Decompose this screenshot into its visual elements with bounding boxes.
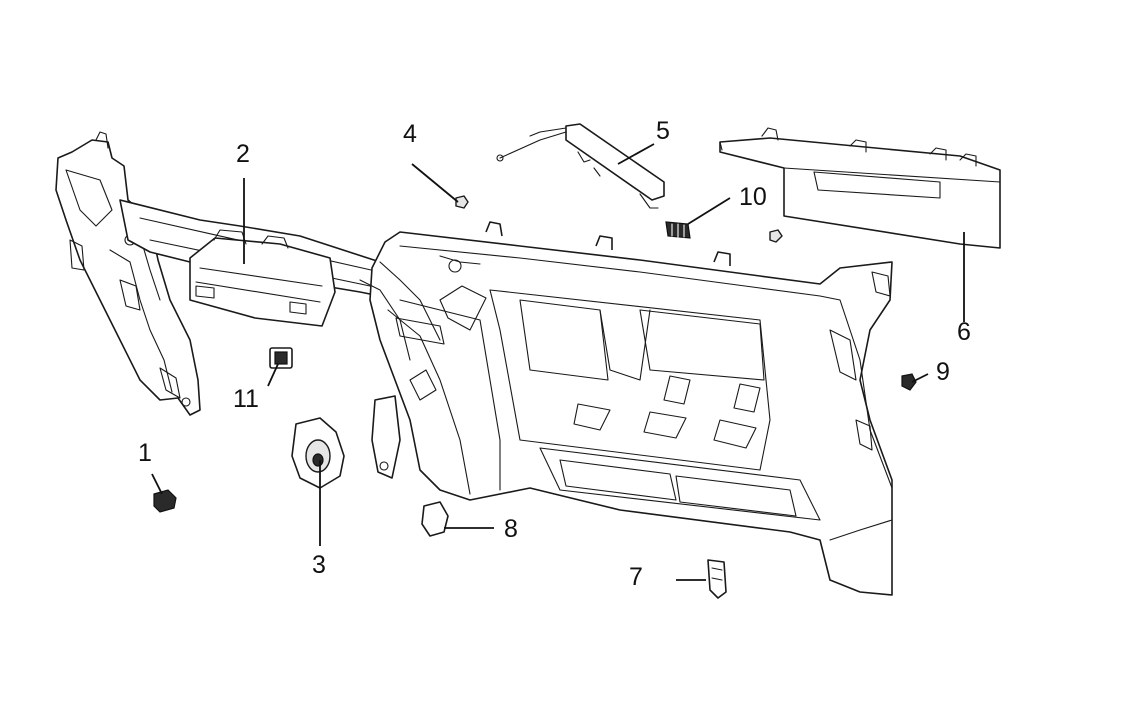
part-4-nut [455, 195, 469, 209]
part-9-nut [901, 373, 917, 391]
callout-5: 5 [656, 117, 670, 145]
part-5-bracket [496, 123, 665, 209]
part-6-trim-panel [719, 127, 1001, 249]
part-10-spring-clip [665, 221, 691, 239]
part-8-clip [421, 501, 449, 537]
callout-3: 3 [312, 551, 326, 579]
callout-7: 7 [629, 563, 643, 591]
part-3-plate [291, 417, 345, 489]
part-7-clip [707, 559, 727, 599]
callout-4: 4 [403, 120, 417, 148]
callout-11: 11 [233, 385, 259, 413]
callout-10: 10 [739, 183, 767, 211]
callout-8: 8 [504, 515, 518, 543]
part-11-clip [269, 347, 293, 369]
callout-1: 1 [138, 439, 152, 467]
callout-2: 2 [236, 140, 250, 168]
part-nut-center [769, 229, 783, 243]
part-1-clip [153, 489, 177, 513]
callout-labels: 1 2 3 4 5 6 7 8 9 10 11 [138, 117, 971, 591]
instrument-panel-frame [55, 131, 893, 596]
callout-9: 9 [936, 358, 950, 386]
callout-6: 6 [957, 318, 971, 346]
leader-lines [151, 143, 965, 581]
